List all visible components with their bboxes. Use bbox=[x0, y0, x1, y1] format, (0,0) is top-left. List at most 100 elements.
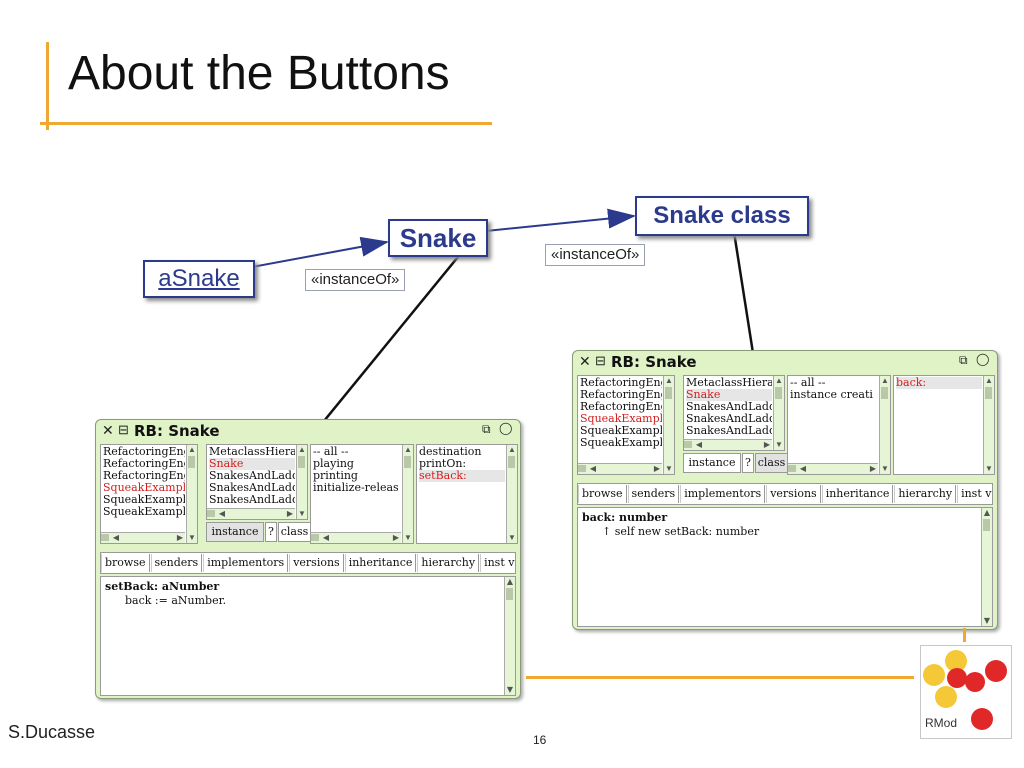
horizontal-scrollbar[interactable]: ◀▶ bbox=[101, 532, 185, 543]
list-item[interactable]: SnakesAndLadd bbox=[686, 401, 772, 413]
horizontal-scrollbar[interactable]: ◀▶ bbox=[578, 463, 662, 474]
close-icon[interactable]: ✕ bbox=[102, 422, 114, 438]
package-list[interactable]: RefactoringEng RefactoringEng Refactorin… bbox=[577, 375, 675, 475]
list-item[interactable]: SqueakExample bbox=[580, 413, 662, 425]
menu-icon[interactable]: ⊟ bbox=[118, 422, 129, 437]
vertical-scrollbar[interactable]: ▲▼ bbox=[663, 376, 674, 474]
list-item[interactable]: SnakesAndLadd bbox=[209, 470, 295, 482]
method-list[interactable]: back: ▲▼ bbox=[893, 375, 995, 475]
instance-class-toggle: instance ? class bbox=[683, 453, 788, 473]
class-list[interactable]: MetaclassHiera Snake SnakesAndLadd Snake… bbox=[206, 444, 308, 520]
list-item-selected[interactable]: Snake bbox=[686, 389, 772, 401]
list-item[interactable]: SnakesAndLadd bbox=[209, 482, 295, 494]
instance-button[interactable]: instance bbox=[206, 522, 264, 542]
help-button[interactable]: ? bbox=[742, 453, 754, 473]
browse-button[interactable]: browse bbox=[578, 485, 627, 503]
list-item[interactable]: SqueakExample bbox=[103, 494, 185, 506]
logo-dot-icon bbox=[945, 650, 967, 672]
logo-dot-icon bbox=[947, 668, 967, 688]
window-title-bar[interactable]: ✕ ⊟ RB: Snake ⧉ ◯ bbox=[573, 351, 997, 373]
list-item[interactable]: printOn: bbox=[419, 458, 467, 470]
list-item[interactable]: -- all -- bbox=[790, 377, 826, 389]
list-item[interactable]: RefactoringEng bbox=[580, 389, 662, 401]
list-item-selected[interactable]: setBack: bbox=[419, 470, 505, 482]
list-item[interactable]: playing bbox=[313, 458, 354, 470]
browse-button[interactable]: browse bbox=[101, 554, 150, 572]
list-item[interactable]: RefactoringEng bbox=[103, 470, 185, 482]
implementors-button[interactable]: implementors bbox=[203, 554, 289, 572]
window-title: RB: Snake bbox=[134, 422, 220, 440]
list-item[interactable]: SqueakExample bbox=[580, 437, 662, 449]
vertical-scrollbar[interactable]: ▲▼ bbox=[506, 445, 517, 543]
collapse-icon[interactable]: ⧉ bbox=[482, 422, 491, 436]
collapse-icon[interactable]: ⧉ bbox=[959, 353, 968, 367]
expand-icon[interactable]: ◯ bbox=[499, 421, 513, 435]
menu-icon[interactable]: ⊟ bbox=[595, 353, 606, 368]
class-button[interactable]: class bbox=[278, 522, 311, 542]
protocol-list[interactable]: -- all -- instance creati ▲▼ ◀▶ bbox=[787, 375, 891, 475]
senders-button[interactable]: senders bbox=[627, 485, 680, 503]
vertical-scrollbar[interactable]: ▲▼ bbox=[504, 577, 515, 695]
list-item[interactable]: SnakesAndLadd bbox=[686, 425, 772, 437]
page-number: 16 bbox=[533, 733, 547, 747]
senders-button[interactable]: senders bbox=[150, 554, 203, 572]
list-item[interactable]: SqueakExample bbox=[103, 482, 185, 494]
list-item[interactable]: MetaclassHiera bbox=[209, 446, 295, 458]
list-item[interactable]: SqueakExample bbox=[103, 506, 185, 518]
horizontal-scrollbar[interactable]: ◀▶ bbox=[788, 463, 878, 474]
horizontal-scrollbar[interactable]: ◀▶ bbox=[684, 439, 772, 450]
instance-of-label: «instanceOf» bbox=[545, 244, 646, 266]
list-item[interactable]: SnakesAndLadd bbox=[209, 494, 295, 506]
horizontal-scrollbar[interactable]: ◀▶ bbox=[311, 532, 401, 543]
list-item[interactable]: RefactoringEng bbox=[103, 458, 185, 470]
inheritance-button[interactable]: inheritance bbox=[821, 485, 894, 503]
vertical-scrollbar[interactable]: ▲▼ bbox=[879, 376, 890, 474]
asnake-box: aSnake bbox=[143, 260, 255, 298]
list-item-selected[interactable]: back: bbox=[896, 377, 982, 389]
versions-button[interactable]: versions bbox=[289, 554, 344, 572]
vertical-scrollbar[interactable]: ▲▼ bbox=[402, 445, 413, 543]
versions-button[interactable]: versions bbox=[766, 485, 821, 503]
window-title-bar[interactable]: ✕ ⊟ RB: Snake ⧉ ◯ bbox=[96, 420, 520, 442]
vertical-scrollbar[interactable]: ▲▼ bbox=[296, 445, 307, 519]
list-item[interactable]: -- all -- bbox=[313, 446, 349, 458]
list-item[interactable]: RefactoringEng bbox=[103, 446, 185, 458]
horizontal-scrollbar[interactable]: ◀▶ bbox=[207, 508, 295, 519]
expand-icon[interactable]: ◯ bbox=[976, 352, 990, 366]
list-item[interactable]: instance creati bbox=[790, 389, 873, 401]
slide-title: About the Buttons bbox=[68, 47, 450, 100]
list-item[interactable]: RefactoringEng bbox=[580, 401, 662, 413]
list-item[interactable]: SqueakExample bbox=[580, 425, 662, 437]
instance-button[interactable]: instance bbox=[683, 453, 741, 473]
package-list[interactable]: RefactoringEng RefactoringEng Refactorin… bbox=[100, 444, 198, 544]
vertical-scrollbar[interactable]: ▲▼ bbox=[981, 508, 992, 626]
method-body: back := aNumber. bbox=[125, 594, 227, 607]
code-pane[interactable]: back: number ↑ self new setBack: number … bbox=[577, 507, 993, 627]
list-item[interactable]: destination bbox=[419, 446, 482, 458]
vertical-scrollbar[interactable]: ▲▼ bbox=[186, 445, 197, 543]
help-button[interactable]: ? bbox=[265, 522, 277, 542]
list-item[interactable]: SnakesAndLadd bbox=[686, 413, 772, 425]
list-item[interactable]: initialize-releas bbox=[313, 482, 399, 494]
method-list[interactable]: destination printOn: setBack: ▲▼ bbox=[416, 444, 518, 544]
inst-vars-button[interactable]: inst v bbox=[480, 554, 515, 572]
list-item[interactable]: printing bbox=[313, 470, 358, 482]
list-item-selected[interactable]: Snake bbox=[209, 458, 295, 470]
close-icon[interactable]: ✕ bbox=[579, 353, 591, 369]
list-item[interactable]: RefactoringEng bbox=[580, 377, 662, 389]
asnake-to-snake-arrow bbox=[251, 236, 389, 268]
vertical-scrollbar[interactable]: ▲▼ bbox=[773, 376, 784, 450]
vertical-scrollbar[interactable]: ▲▼ bbox=[983, 376, 994, 474]
method-selector: back: number bbox=[582, 511, 668, 524]
inst-vars-button[interactable]: inst v bbox=[957, 485, 992, 503]
class-button[interactable]: class bbox=[755, 453, 788, 473]
list-item[interactable]: MetaclassHiera bbox=[686, 377, 772, 389]
protocol-list[interactable]: -- all -- playing printing initialize-re… bbox=[310, 444, 414, 544]
hierarchy-button[interactable]: hierarchy bbox=[417, 554, 480, 572]
code-pane[interactable]: setBack: aNumber back := aNumber. ▲▼ bbox=[100, 576, 516, 696]
hierarchy-button[interactable]: hierarchy bbox=[894, 485, 957, 503]
inheritance-button[interactable]: inheritance bbox=[344, 554, 417, 572]
class-list[interactable]: MetaclassHiera Snake SnakesAndLadd Snake… bbox=[683, 375, 785, 451]
implementors-button[interactable]: implementors bbox=[680, 485, 766, 503]
